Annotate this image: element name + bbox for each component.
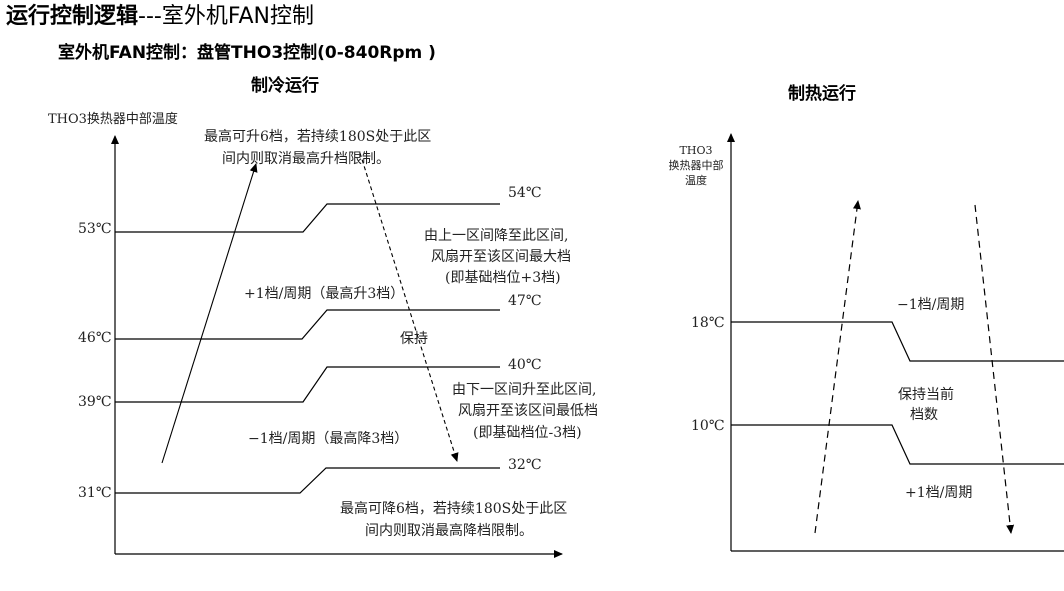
cooling-falling-arrow — [359, 152, 459, 462]
cooling-temp-53: 53℃ — [78, 221, 111, 237]
cooling-note-down: −1档/周期（最高降3档） — [248, 430, 408, 447]
cooling-note-max-line1: 由上一区间降至此区间, — [424, 228, 568, 244]
cooling-note-top-line1: 最高可升6档，若持续180S处于此区 — [204, 128, 431, 145]
cooling-note-hold: 保持 — [400, 331, 428, 347]
heating-note-hold-line2: 档数 — [910, 407, 938, 423]
cooling-note-up: +1档/周期（最高升3档） — [244, 285, 404, 302]
cooling-temp-32: 32℃ — [508, 457, 541, 473]
heating-step-10 — [731, 424, 1064, 465]
heating-y-axis-label-line1: THO3 — [680, 144, 713, 157]
cooling-temp-31: 31℃ — [78, 485, 111, 501]
cooling-temp-54: 54℃ — [508, 185, 541, 201]
heating-note-up: +1档/周期 — [905, 485, 972, 501]
heating-note-hold-line1: 保持当前 — [898, 386, 954, 403]
cooling-note-bottom-line1: 最高可降6档，若持续180S处于此区 — [340, 500, 567, 517]
heating-heading: 制热运行 — [788, 83, 856, 104]
heating-temp-10: 10℃ — [691, 418, 724, 434]
heating-chart: 制热运行 THO3 换热器中部 温度 18℃ 10℃ −1档/周期 保持当前 档… — [669, 83, 1064, 552]
heating-temp-18: 18℃ — [691, 315, 724, 331]
cooling-y-axis-label: THO3换热器中部温度 — [48, 111, 178, 127]
heating-note-down: −1档/周期 — [897, 297, 964, 313]
heating-y-axis-label-line2: 换热器中部 — [669, 158, 724, 172]
cooling-note-min-line1: 由下一区间升至此区间, — [452, 382, 596, 398]
subtitle: 室外机FAN控制：盘管THO3控制(0-840Rpm ) — [58, 43, 436, 63]
cooling-temp-40: 40℃ — [508, 357, 541, 373]
heating-y-axis-label-line3: 温度 — [685, 173, 707, 187]
cooling-note-min-line2: 风扇开至该区间最低档 — [458, 403, 598, 419]
page-title: 运行控制逻辑---室外机FAN控制 — [6, 2, 314, 32]
cooling-step-53-54 — [115, 203, 500, 233]
heating-rising-arrow — [814, 200, 861, 534]
cooling-note-top-line2: 间内则取消最高升档限制。 — [222, 150, 390, 167]
cooling-step-39-40 — [115, 366, 500, 403]
cooling-step-31-32 — [115, 467, 500, 494]
heating-falling-arrow — [974, 204, 1015, 534]
cooling-note-max-line2: 风扇开至该区间最大档 — [431, 249, 571, 265]
cooling-temp-39: 39℃ — [78, 394, 111, 410]
cooling-temp-46: 46℃ — [78, 330, 111, 346]
cooling-step-46-47 — [115, 309, 500, 340]
cooling-rising-arrow — [161, 163, 258, 464]
cooling-note-min-line3: (即基础档位-3档) — [473, 424, 582, 441]
heating-step-18 — [731, 321, 1064, 362]
cooling-heading: 制冷运行 — [251, 75, 319, 96]
page-title-bold: 运行控制逻辑 — [6, 4, 139, 29]
cooling-chart: 制冷运行 THO3换热器中部温度 53℃ 54℃ 46℃ 47℃ 39℃ 40℃… — [48, 75, 598, 558]
cooling-temp-47: 47℃ — [508, 293, 541, 309]
cooling-note-max-line3: (即基础档位+3档) — [445, 269, 561, 286]
page-title-rest: ---室外机FAN控制 — [138, 4, 314, 29]
cooling-note-bottom-line2: 间内则取消最高降档限制。 — [365, 522, 533, 539]
